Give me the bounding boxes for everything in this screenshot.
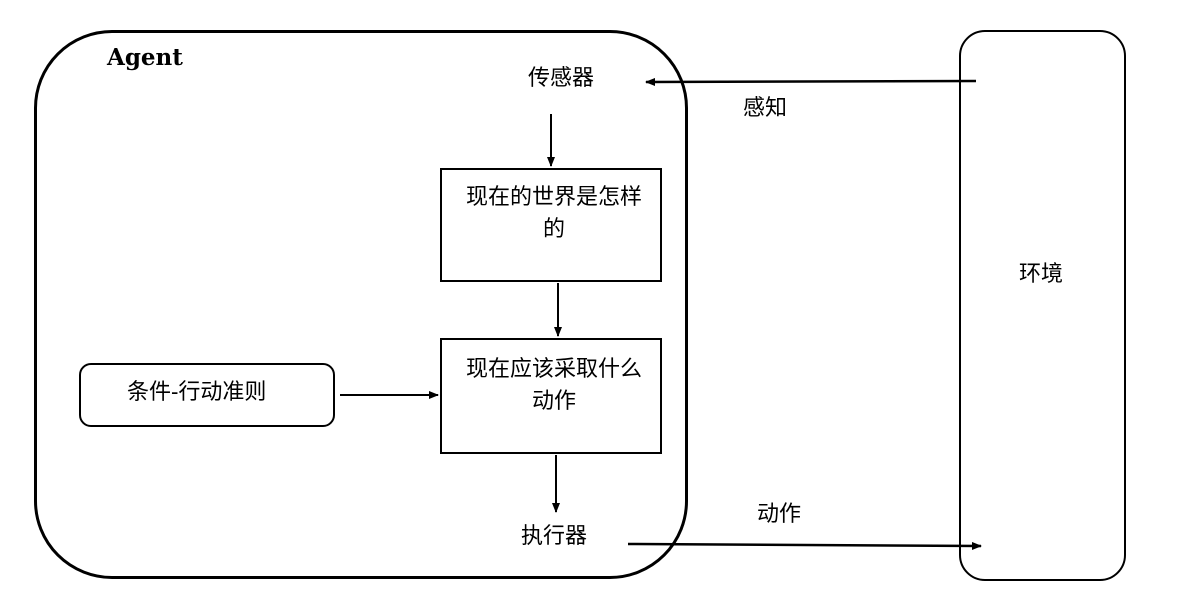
perception-label: 感知 <box>743 96 788 121</box>
environment-label: 环境 <box>1019 262 1064 287</box>
action-decision-box: 现在应该采取什么动作 <box>440 338 662 454</box>
environment-container <box>959 30 1126 581</box>
world-state-text: 现在的世界是怎样的 <box>465 185 642 242</box>
sensor-label: 传感器 <box>528 66 595 91</box>
action-output-arrow <box>627 541 982 550</box>
condition-action-rules-box: 条件-行动准则 <box>79 363 335 427</box>
agent-container <box>34 30 688 579</box>
actuator-label: 执行器 <box>521 524 588 549</box>
agent-label: Agent <box>107 44 183 71</box>
perception-arrow <box>645 77 977 86</box>
action-label: 动作 <box>757 502 802 527</box>
condition-action-rules-text: 条件-行动准则 <box>127 380 267 405</box>
world-state-box: 现在的世界是怎样的 <box>440 168 662 282</box>
action-decision-text: 现在应该采取什么动作 <box>465 357 642 414</box>
